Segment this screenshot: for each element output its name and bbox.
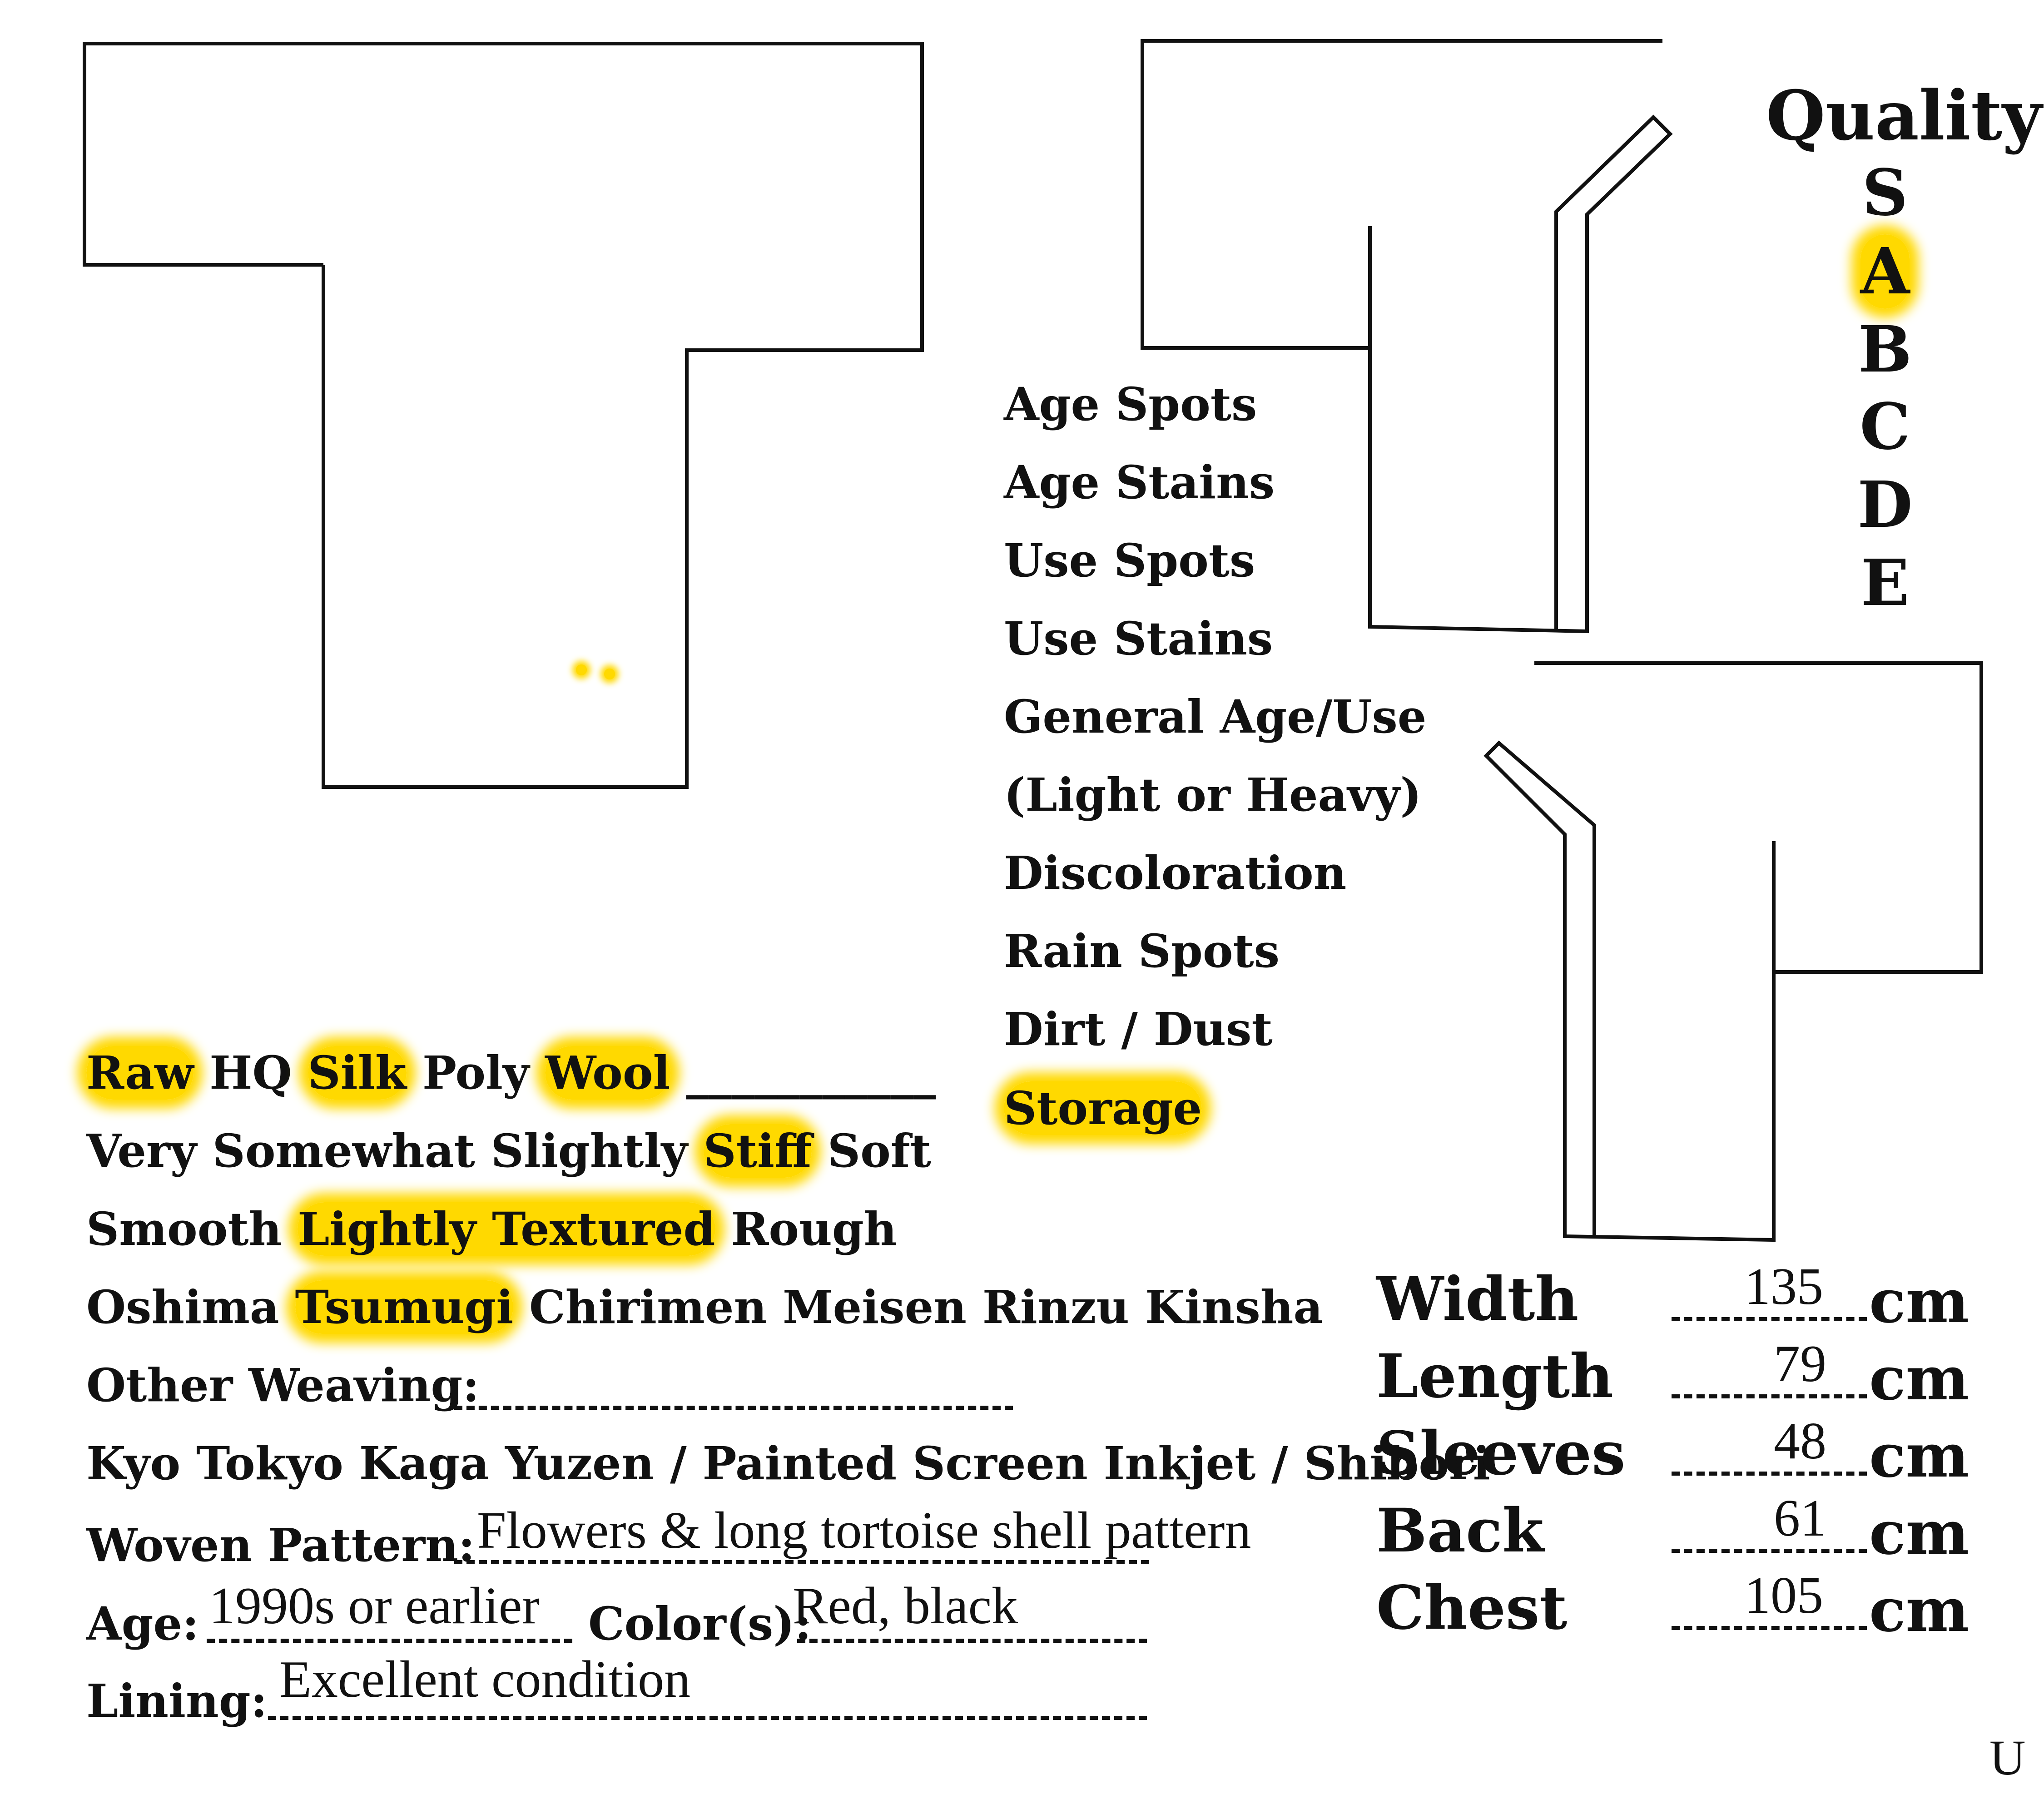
quality-grade-c: C (1860, 390, 1910, 464)
stiffness-soft: Soft (827, 1124, 931, 1178)
other-weaving-label: Other Weaving: (86, 1358, 480, 1412)
flaw-use-spots: Use Spots (1004, 534, 1255, 587)
quality-grade-d: D (1857, 468, 1913, 542)
measure-length-label: Length (1376, 1341, 1614, 1412)
colors-label: Color(s): (588, 1597, 812, 1650)
weave-tsumugi: Tsumugi (295, 1280, 514, 1334)
measure-back-label: Back (1376, 1496, 1544, 1566)
other-weaving-line (454, 1406, 1013, 1410)
weave-oshima: Oshima (86, 1280, 279, 1334)
flaw-general-age-use: General Age/Use (1004, 690, 1427, 743)
weave-row: Oshima Tsumugi Chirimen Meisen Rinzu Kin… (86, 1280, 1323, 1334)
material-row: Raw HQ Silk Poly Wool ___________ (86, 1046, 936, 1100)
quality-grade-s: S (1862, 156, 1908, 230)
flaw-storage-highlight: Storage (1004, 1081, 1202, 1135)
stiffness-stiff: Stiff (703, 1124, 812, 1178)
stain-marker (576, 664, 587, 675)
measure-chest-label: Chest (1376, 1573, 1568, 1643)
lining-value: Excellent condition (279, 1650, 691, 1709)
measure-chest-line (1672, 1626, 1867, 1630)
material-hq: HQ (209, 1046, 292, 1100)
lining-label: Lining: (86, 1674, 268, 1728)
flaw-light-or-heavy: (Light or Heavy) (1004, 768, 1422, 822)
flaw-rain-spots: Rain Spots (1004, 924, 1280, 978)
material-other-blank: ___________ (686, 1046, 936, 1100)
material-silk: Silk (308, 1046, 407, 1100)
flaw-age-spots: Age Spots (1004, 377, 1257, 431)
measure-width-label: Width (1376, 1264, 1579, 1334)
weave-kinsha: Kinsha (1145, 1280, 1323, 1334)
texture-row: Smooth Lightly Textured Rough (86, 1202, 897, 1256)
flaw-use-stains: Use Stains (1004, 612, 1273, 665)
dye-technique-row: Kyo Tokyo Kaga Yuzen / Painted Screen In… (86, 1437, 1490, 1490)
flaw-dirt-dust: Dirt / Dust (1004, 1002, 1273, 1056)
age-label: Age: (86, 1597, 199, 1650)
quality-grade-b: B (1858, 312, 1912, 387)
measure-width-line (1672, 1317, 1867, 1321)
age-value: 1990s or earlier (209, 1577, 540, 1635)
woven-pattern-line (454, 1560, 1149, 1564)
colors-line (797, 1639, 1147, 1643)
colors-value: Red, black (793, 1577, 1018, 1635)
stiffness-row: Very Somewhat Slightly Stiff Soft (86, 1124, 931, 1178)
measure-back-unit: cm (1869, 1498, 1970, 1568)
front-view-outline (83, 42, 924, 789)
weave-chirimen: Chirimen (529, 1280, 767, 1334)
measure-back-line (1672, 1549, 1867, 1553)
measure-chest-value: 105 (1744, 1566, 1823, 1625)
stain-marker (604, 669, 615, 679)
weave-meisen: Meisen (782, 1280, 967, 1334)
lining-line (268, 1716, 1147, 1720)
age-line (207, 1639, 572, 1643)
measure-width-value: 135 (1744, 1258, 1823, 1316)
measure-back-value: 61 (1774, 1489, 1826, 1547)
material-raw: Raw (86, 1046, 194, 1100)
flaw-discoloration: Discoloration (1004, 846, 1347, 900)
woven-pattern-value: Flowers & long tortoise shell pattern (477, 1502, 1251, 1560)
measure-sleeves-label: Sleeves (1376, 1418, 1626, 1489)
measure-width-unit: cm (1869, 1266, 1970, 1337)
stiffness-somewhat: Somewhat (212, 1124, 475, 1178)
quality-grade-e: E (1860, 546, 1910, 620)
texture-rough: Rough (731, 1202, 897, 1256)
measure-sleeves-value: 48 (1774, 1412, 1826, 1470)
back-view-outline (1141, 39, 1673, 634)
texture-lightly-textured: Lightly Textured (298, 1202, 715, 1256)
corner-mark: U (1989, 1730, 2026, 1785)
measure-length-unit: cm (1869, 1343, 1970, 1414)
measure-sleeves-line (1672, 1472, 1867, 1476)
quality-title: Quality (1766, 76, 2042, 156)
quality-grade-a: A (1840, 234, 1930, 309)
measure-chest-unit: cm (1869, 1575, 1970, 1645)
material-poly: Poly (422, 1046, 530, 1100)
texture-smooth: Smooth (86, 1202, 282, 1256)
flaw-age-stains: Age Stains (1004, 456, 1275, 509)
stiffness-slightly: Slightly (491, 1124, 688, 1178)
measure-sleeves-unit: cm (1869, 1421, 1970, 1491)
material-wool: Wool (545, 1046, 670, 1100)
quality-grade-a-highlight: A (1860, 234, 1910, 309)
stiffness-very: Very (86, 1124, 197, 1178)
weave-rinzu: Rinzu (982, 1280, 1130, 1334)
woven-pattern-label: Woven Pattern: (86, 1518, 475, 1572)
measure-length-value: 79 (1774, 1335, 1826, 1393)
measure-length-line (1672, 1394, 1867, 1398)
flaw-storage: Storage (1004, 1081, 1202, 1135)
side-view-outline (1483, 661, 1983, 1242)
